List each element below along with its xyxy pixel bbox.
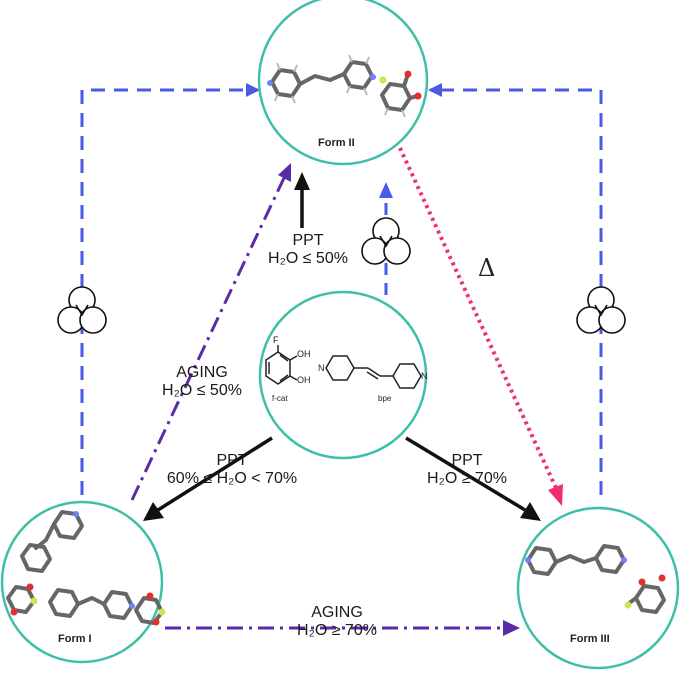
blue-dashed-left-path (80, 83, 260, 495)
form-iii-label: Form III (570, 633, 610, 645)
center-reagent-circle (258, 290, 428, 460)
form-i-label: Form I (58, 633, 92, 645)
atom-f: F (273, 335, 279, 345)
form-ii-circle (257, 0, 429, 166)
aging-bottom-label: AGING H₂O ≥ 70% (297, 604, 377, 640)
grinding-icon (576, 286, 626, 334)
atom-n-right: N (421, 371, 428, 381)
ppt-arrow-up (294, 172, 310, 228)
ppt-left-label: PPT 60% ≤ H₂O < 70% (166, 452, 298, 488)
blue-dashed-right-path (428, 83, 603, 495)
aging-arrow-left (130, 163, 291, 501)
aging-arrow-bottom (165, 620, 520, 636)
grinding-icon (361, 217, 411, 265)
atom-oh-bottom: OH (297, 375, 311, 385)
ppt-top-label: PPT H₂O ≤ 50% (268, 232, 348, 268)
form-iii-molecule (525, 544, 666, 614)
form-i-molecule (6, 510, 166, 626)
bpe-structure (325, 355, 422, 389)
ppt-arrow-left (143, 436, 273, 521)
aging-left-label: AGING H₂O ≤ 50% (162, 364, 242, 400)
fcat-label: f-cat (272, 394, 288, 403)
grinding-icon (57, 286, 107, 334)
heat-arrow (398, 147, 563, 506)
fcat-structure (265, 345, 298, 385)
form-ii-hydrogens (274, 54, 406, 118)
ppt-arrow-right (405, 436, 541, 521)
form-iii-circle (516, 506, 680, 670)
heat-delta-symbol: Δ (478, 254, 496, 282)
ppt-right-label: PPT H₂O ≥ 70% (427, 452, 507, 488)
atom-oh-top: OH (297, 349, 311, 359)
atom-n-left: N (318, 363, 325, 373)
form-ii-label: Form II (318, 137, 355, 149)
bpe-label: bpe (378, 394, 392, 403)
